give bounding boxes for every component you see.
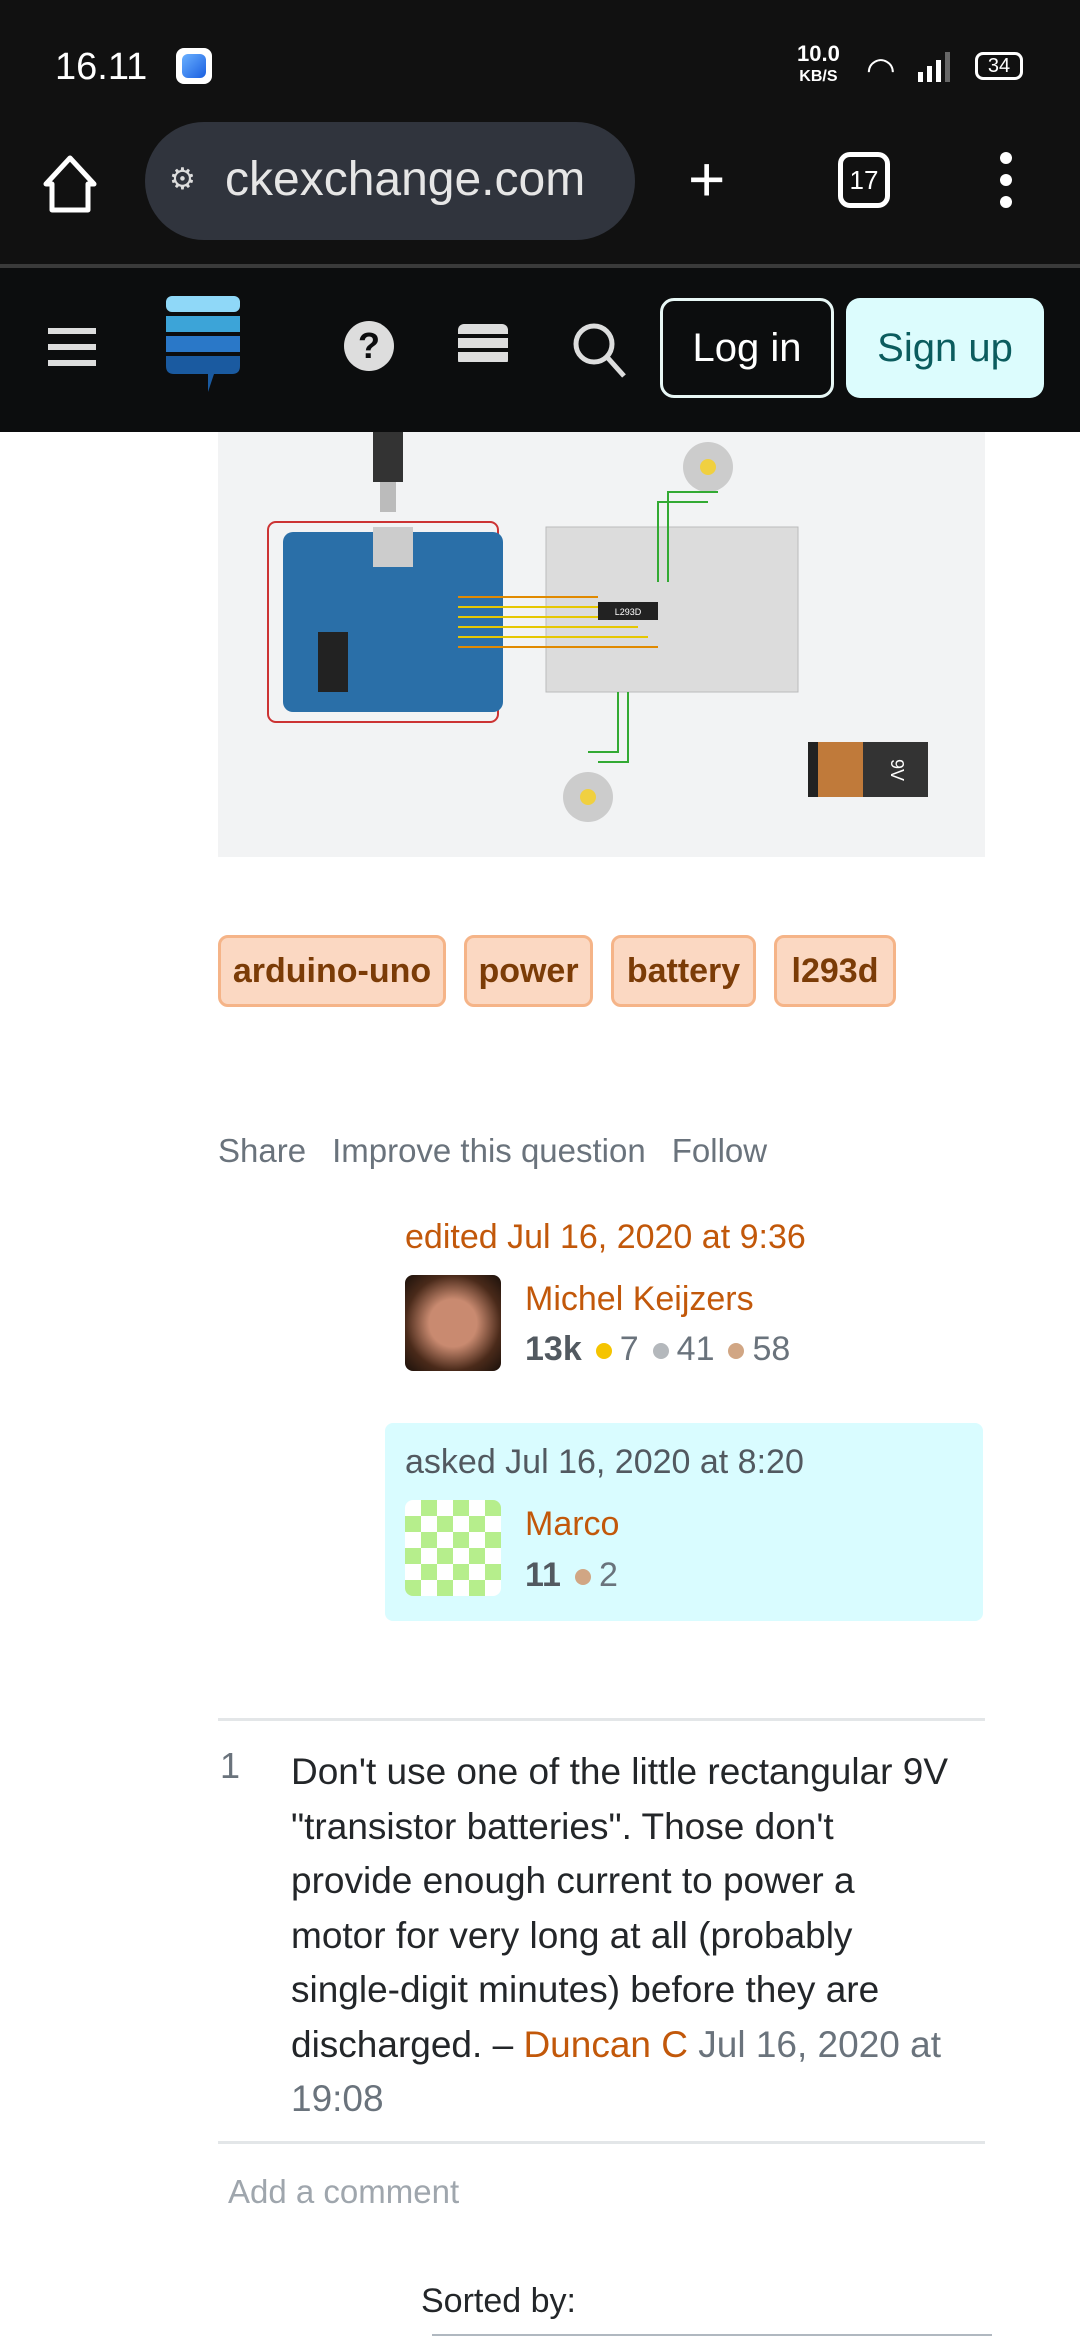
divider (218, 2141, 985, 2144)
tag-arduino-uno[interactable]: arduino-uno (218, 935, 446, 1007)
comment-date[interactable]: Jul 16, 2020 at 19:08 (291, 2023, 941, 2120)
circuit-diagram-image: L293D 9V (218, 432, 985, 857)
share-link[interactable]: Share (218, 1132, 307, 1169)
status-time: 16.11 (55, 46, 148, 88)
comment-score: 1 (220, 1745, 241, 1786)
improve-question-link[interactable]: Improve this question (332, 1132, 646, 1169)
tag-power[interactable]: power (464, 935, 593, 1007)
battery-icon: 34 (975, 52, 1023, 80)
menu-icon[interactable] (1000, 152, 1012, 208)
help-icon[interactable]: ? (344, 321, 394, 371)
divider (218, 1718, 985, 1721)
asker-name[interactable]: Marco (525, 1505, 620, 1543)
app-notification-icon (176, 48, 212, 84)
url-text: ckexchange.com (225, 153, 586, 206)
login-button[interactable]: Log in (660, 298, 834, 398)
chip-label: L293D (615, 607, 642, 617)
editor-avatar[interactable] (405, 1275, 501, 1371)
chat-icon[interactable] (458, 324, 508, 366)
divider (0, 264, 1080, 268)
site-settings-icon[interactable]: ⚙ (169, 163, 196, 196)
new-tab-icon[interactable]: + (688, 143, 726, 215)
url-bar[interactable]: ⚙ ckexchange.com (145, 122, 635, 240)
sorted-by-label: Sorted by: (421, 2282, 576, 2320)
comment: Don't use one of the little rectangular … (291, 1745, 951, 2127)
hamburger-icon[interactable] (48, 328, 96, 366)
edited-link[interactable]: edited Jul 16, 2020 at 9:36 (405, 1218, 806, 1256)
tag-l293d[interactable]: l293d (774, 935, 896, 1007)
home-icon[interactable] (42, 154, 98, 214)
editor-name[interactable]: Michel Keijzers (525, 1280, 754, 1318)
stackexchange-logo[interactable] (166, 296, 240, 392)
comment-text: Don't use one of the little rectangular … (291, 1751, 949, 2065)
signal-icon (918, 52, 954, 82)
add-comment-link[interactable]: Add a comment (228, 2173, 460, 2210)
silver-badge-icon (652, 1343, 669, 1360)
site-header: ? Log in Sign up (0, 268, 1080, 432)
bronze-badge-icon (574, 1569, 591, 1586)
wifi-icon: ◠ (866, 51, 896, 89)
search-icon[interactable] (570, 320, 630, 380)
gold-badge-icon (595, 1343, 612, 1360)
sort-select[interactable] (432, 2334, 992, 2340)
asker-avatar[interactable] (405, 1500, 501, 1596)
asked-date: asked Jul 16, 2020 at 8:20 (405, 1443, 804, 1481)
comment-author-link[interactable]: Duncan C (523, 2023, 688, 2065)
tag-battery[interactable]: battery (611, 935, 756, 1007)
signup-button[interactable]: Sign up (846, 298, 1044, 398)
browser-toolbar: ⚙ ckexchange.com + 17 (0, 120, 1080, 265)
tab-switcher-button[interactable]: 17 (838, 152, 890, 208)
bronze-badge-icon (728, 1343, 745, 1360)
battery-label: 9V (887, 759, 907, 781)
follow-link[interactable]: Follow (671, 1132, 768, 1169)
post-menu: Share Improve this question Follow (218, 1132, 767, 1170)
